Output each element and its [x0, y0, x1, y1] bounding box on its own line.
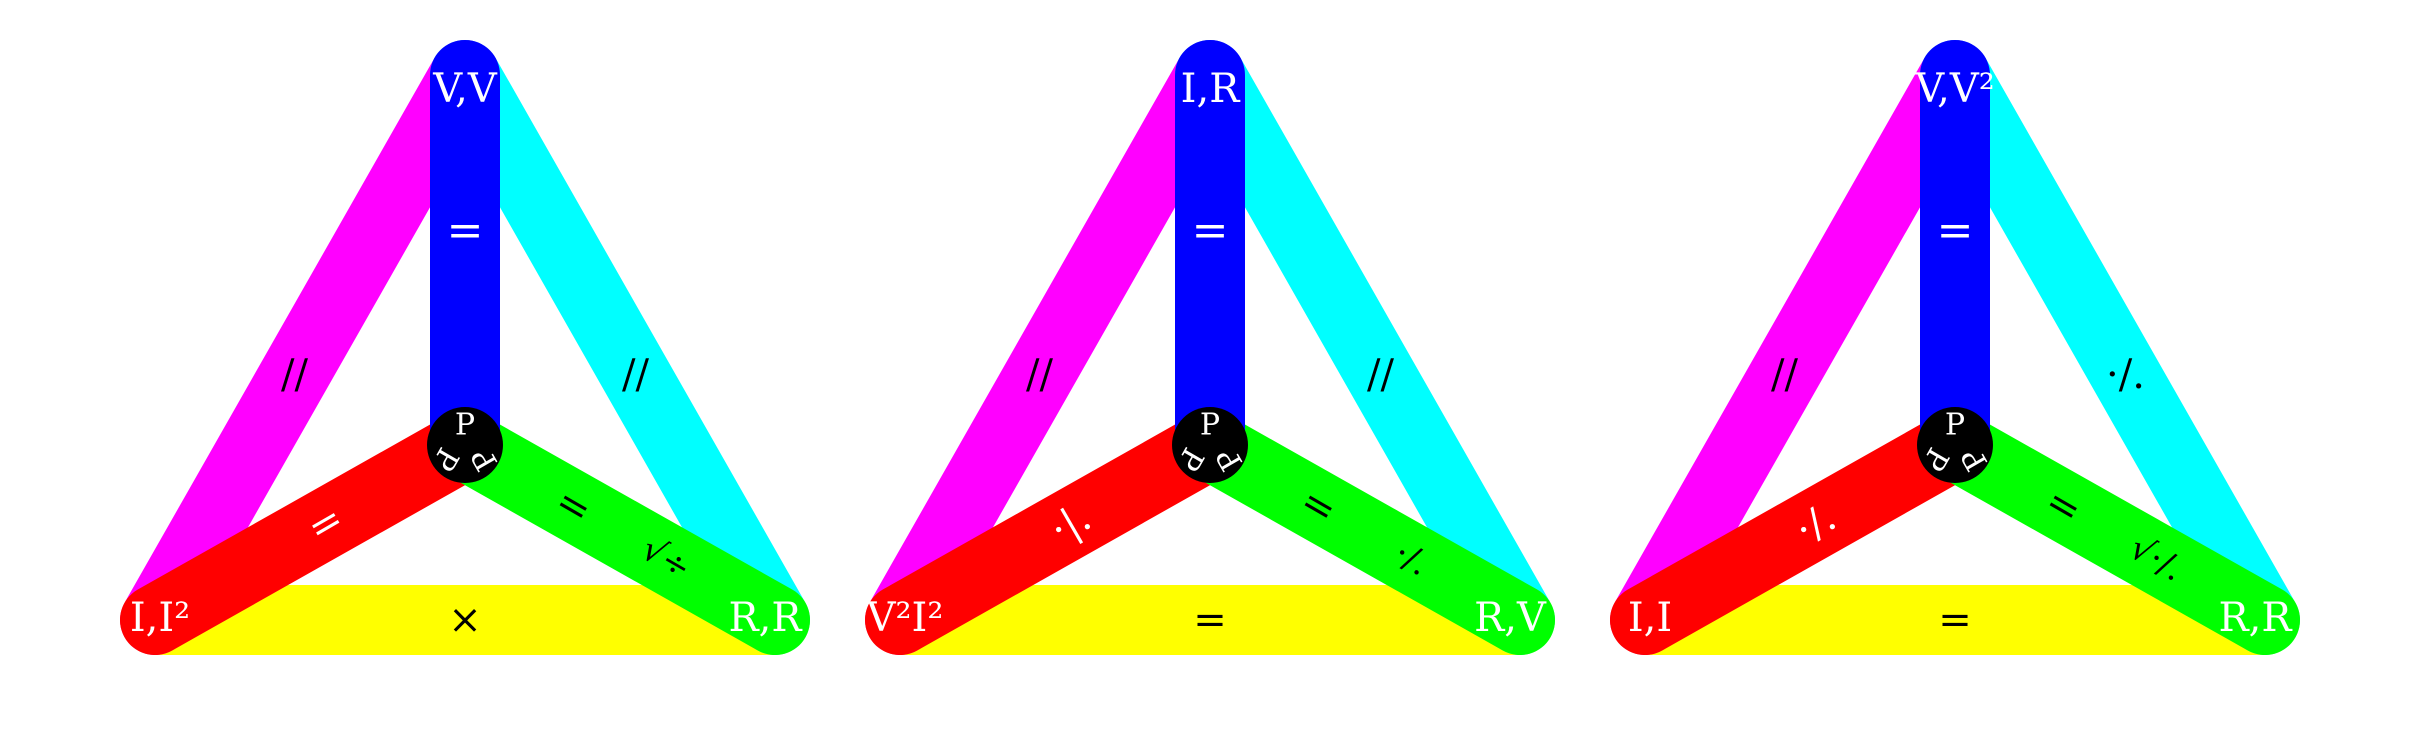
left-spoke: [865, 410, 1245, 655]
top-arm-operator: =: [447, 205, 484, 256]
hub-label-top: P: [1200, 408, 1220, 443]
right-vertex-label: R,V: [1474, 595, 1547, 641]
right-arm: [430, 40, 810, 655]
right-arm: [1175, 40, 1555, 655]
right-arm-operator: //: [622, 352, 649, 398]
left-arm-operator: //: [1026, 352, 1053, 398]
top-vertex-label: I,R: [1181, 66, 1242, 112]
right-arm-operator: ·/.: [2106, 352, 2145, 398]
left-vertex-label: V²I²: [866, 595, 944, 641]
right-arm-operator: //: [1367, 352, 1394, 398]
hub-circle: [1917, 407, 1993, 483]
left-vertex-label: I,I²: [130, 595, 190, 641]
hub-circle: [1172, 407, 1248, 483]
top-vertex-label: V,V²: [1914, 66, 1995, 112]
right-spoke: [1175, 410, 1555, 655]
left-arm: [1610, 40, 1990, 655]
hub-circle: [427, 407, 503, 483]
left-arm-operator: //: [1771, 352, 1798, 398]
left-spoke: [1610, 410, 1990, 655]
bottom-bar-operator: =: [1193, 597, 1227, 643]
top-vertex-label: V,V: [432, 66, 498, 112]
left-vertex-label: I,I: [1628, 595, 1672, 641]
left-arm: [865, 40, 1245, 655]
right-vertex-label: R,R: [729, 595, 804, 641]
right-spoke: [1920, 410, 2300, 655]
right-vertex-label: R,R: [2219, 595, 2294, 641]
hub-label-top: P: [455, 408, 475, 443]
bottom-bar-operator: ×: [448, 597, 482, 643]
bottom-bar-operator: =: [1938, 597, 1972, 643]
top-arm-operator: =: [1937, 205, 1974, 256]
right-spoke: [430, 410, 810, 655]
left-arm: [120, 40, 500, 655]
top-arm-operator: =: [1192, 205, 1229, 256]
left-arm-operator: //: [281, 352, 308, 398]
right-arm: [1920, 40, 2300, 655]
hub-label-top: P: [1945, 408, 1965, 443]
left-spoke: [120, 410, 500, 655]
